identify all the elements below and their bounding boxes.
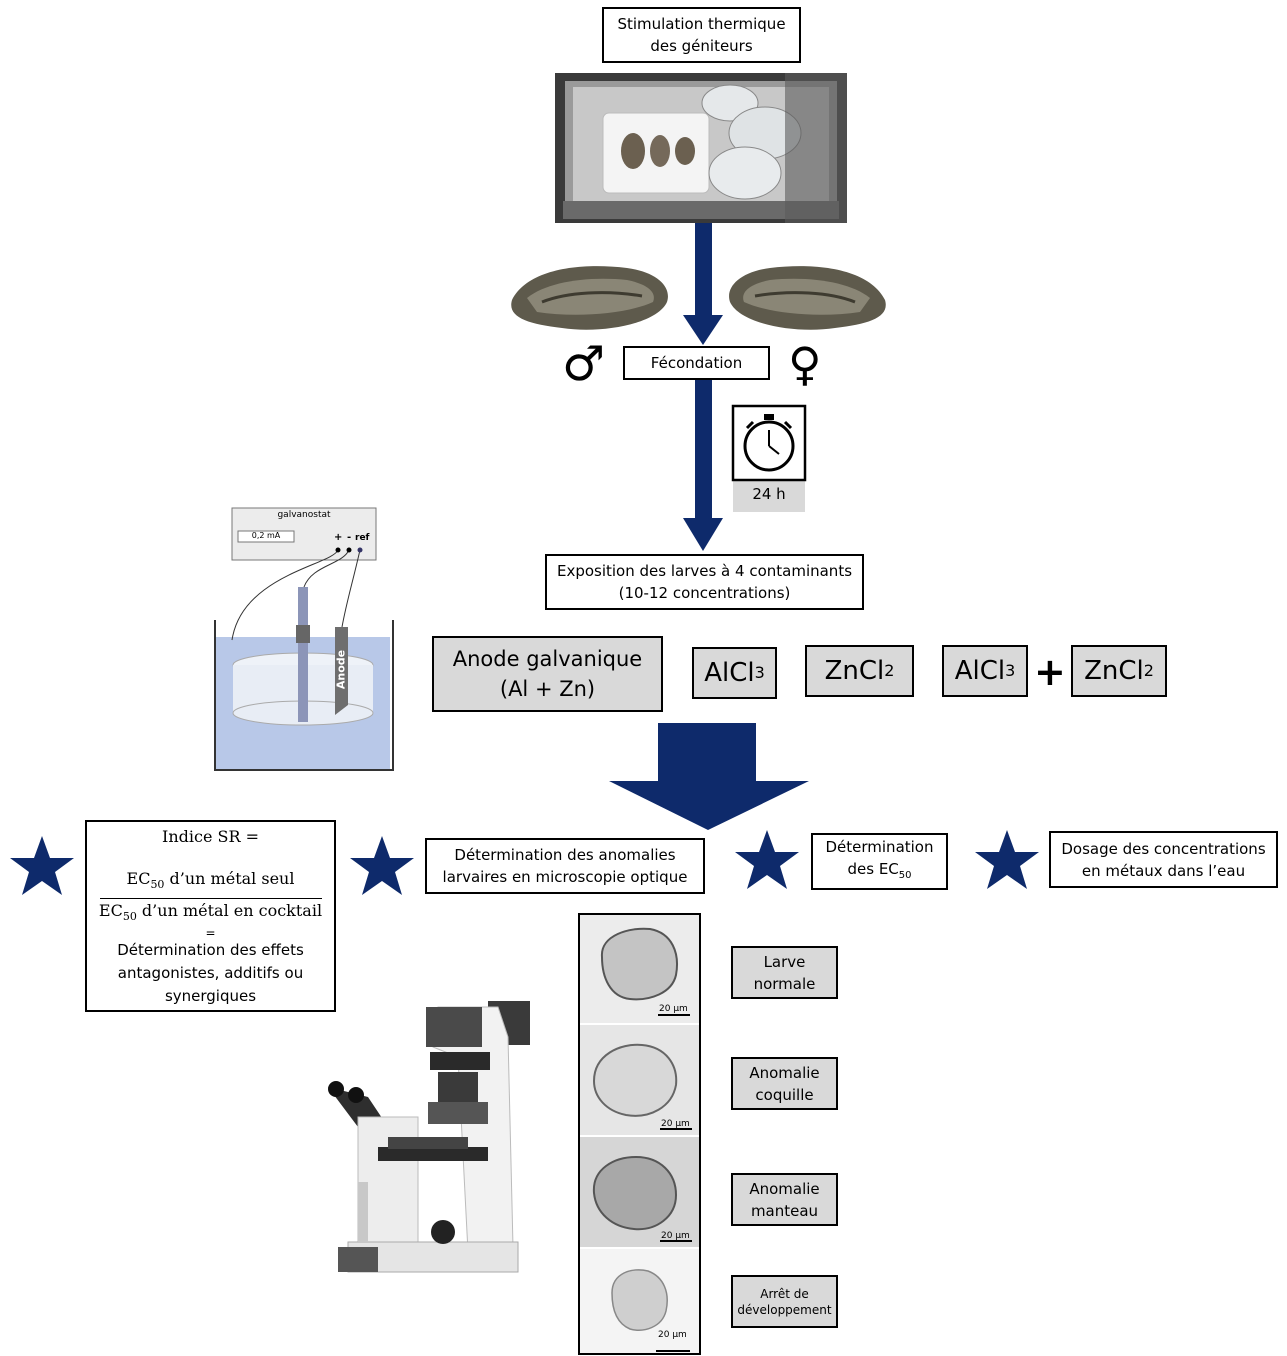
anode-label: Anode: [334, 649, 348, 690]
zncl2-subscript: 2: [884, 661, 895, 680]
sr-denominator-sub: 50: [122, 910, 137, 924]
plus-sign: +: [1034, 650, 1066, 694]
sr-numerator-text: d’un métal seul: [164, 869, 295, 888]
anode-galvanique-box: Anode galvanique (Al + Zn): [432, 636, 663, 712]
star-icon-anomalies: [350, 836, 414, 895]
anomalies-line2: larvaires en microscopie optique: [442, 868, 688, 886]
sr-denominator-text: d’un métal en cocktail: [136, 901, 323, 921]
sr-conclusion-line1: Détermination des effets: [117, 941, 304, 960]
fecondation-label: Fécondation: [650, 354, 743, 372]
fecondation-box: Fécondation: [623, 346, 770, 380]
scale-bar-label-1: 20 µm: [659, 1004, 688, 1014]
microscope-image: [328, 1001, 530, 1273]
big-down-arrow: [609, 723, 809, 830]
sr-numerator-ec: EC: [126, 869, 151, 888]
scale-bar-label-4: 20 µm: [658, 1330, 687, 1340]
label-larve-normale: Larve normale: [731, 946, 838, 999]
exposition-line1: Exposition des larves à 4 contaminants: [556, 562, 853, 580]
zncl2-mix-formula: ZnCl: [1084, 656, 1144, 686]
sr-numerator-sub: 50: [150, 878, 165, 892]
larva-arrest-image: [580, 1249, 699, 1353]
anode-galvanique-line2: (Al + Zn): [499, 677, 596, 701]
label-arret-line2: développement: [737, 1302, 832, 1317]
scale-bar-label-2: 20 µm: [661, 1119, 690, 1129]
sr-index-title: Indice SR =: [162, 827, 259, 846]
oyster-male-image: [511, 266, 668, 330]
alcl3-mix-subscript: 3: [1005, 661, 1016, 680]
label-anomalie-manteau: Anomalie manteau: [731, 1173, 838, 1226]
flow-arrow-main: [683, 223, 723, 551]
dosage-line2: en métaux dans l’eau: [1081, 861, 1246, 880]
fraction-bar: [99, 898, 322, 900]
anomalies-line1: Détermination des anomalies: [454, 846, 676, 864]
exposition-line2: (10-12 concentrations): [618, 584, 791, 602]
dosage-box: Dosage des concentrations en métaux dans…: [1049, 831, 1278, 888]
larva-normal-image: [580, 915, 699, 1023]
alcl3-subscript: 3: [754, 663, 765, 682]
stimulation-label-line1: Stimulation thermique: [617, 15, 786, 33]
galvanostat-setup-illustration: [214, 507, 394, 771]
larva-shell-anomaly-image: [580, 1025, 699, 1135]
sr-conclusion-line2: antagonistes, additifs ou: [117, 964, 304, 983]
larvae-panel: [578, 913, 701, 1355]
alcl3-formula: AlCl: [704, 658, 755, 688]
star-icon-ec50: [735, 830, 799, 889]
timer-label: 24 h: [752, 485, 786, 503]
galvanostat-display: 0,2 mA: [251, 531, 281, 540]
label-anomalie-coquille-line1: Anomalie: [749, 1063, 820, 1082]
label-anomalie-coquille-line2: coquille: [755, 1085, 814, 1104]
exposition-box: Exposition des larves à 4 contaminants (…: [545, 554, 864, 610]
sr-denominator-ec: EC: [98, 901, 123, 921]
galvanostat-plus: +: [334, 532, 343, 543]
scale-bar-label-3: 20 µm: [661, 1231, 690, 1241]
incubator-photo: [555, 73, 847, 223]
label-larve-normale-line2: normale: [753, 974, 816, 993]
male-symbol: ♂: [562, 336, 606, 392]
ec50-line2: des EC50: [847, 858, 911, 887]
oyster-female-image: [729, 266, 886, 330]
star-icon-dosage: [975, 830, 1039, 889]
sr-denominator: EC50 d’un métal en cocktail: [99, 901, 322, 927]
galvanostat-title: galvanostat: [277, 510, 331, 520]
sr-equals: =: [205, 926, 216, 941]
ec50-line2-sub: 50: [898, 870, 912, 881]
zncl2-formula: ZnCl: [824, 656, 885, 686]
female-symbol: ♀: [788, 337, 822, 391]
stimulation-box: Stimulation thermique des géniteurs: [602, 7, 801, 63]
anomalies-box: Détermination des anomalies larvaires en…: [425, 838, 705, 894]
label-anomalie-manteau-line2: manteau: [750, 1201, 819, 1220]
sr-conclusion-line3: synergiques: [164, 987, 257, 1006]
alcl3-mix-formula: AlCl: [954, 656, 1006, 686]
ec50-box: Détermination des EC50: [811, 833, 948, 890]
larva-mantle-anomaly-image: [580, 1137, 699, 1247]
sr-index-box: Indice SR = EC50 d’un métal seul EC50 d’…: [85, 820, 336, 1012]
stopwatch-icon: [731, 404, 807, 512]
ec50-line1: Détermination: [825, 838, 934, 856]
zncl2-mix-subscript: 2: [1143, 661, 1154, 680]
label-larve-normale-line1: Larve: [763, 952, 806, 971]
galvanostat-minus: -: [347, 532, 352, 543]
label-anomalie-coquille: Anomalie coquille: [731, 1057, 838, 1110]
anode-galvanique-line1: Anode galvanique: [452, 647, 643, 671]
label-arret-line1: Arrêt de: [760, 1286, 809, 1301]
galvanostat-ref: ref: [355, 533, 370, 543]
dosage-line1: Dosage des concentrations: [1061, 839, 1266, 858]
label-anomalie-manteau-line1: Anomalie: [749, 1179, 820, 1198]
star-icon-sr: [10, 836, 74, 895]
ec50-line2-text: des EC: [847, 860, 899, 878]
label-arret-developpement: Arrêt de développement: [731, 1275, 838, 1328]
sr-numerator: EC50 d’un métal seul: [127, 868, 295, 896]
stimulation-label-line2: des géniteurs: [650, 37, 753, 55]
